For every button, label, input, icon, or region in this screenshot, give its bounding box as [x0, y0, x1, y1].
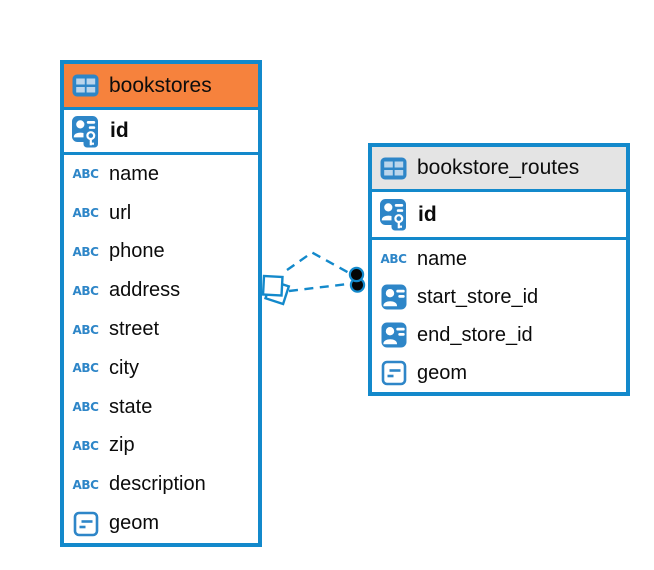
column-row-pk[interactable]: id	[372, 192, 626, 240]
primary-key-icon	[70, 115, 100, 148]
column-name: name	[417, 247, 468, 270]
column-name: end_store_id	[417, 323, 533, 346]
column-name: id	[418, 202, 437, 226]
column-name: start_store_id	[417, 285, 539, 308]
column-row[interactable]: geom	[372, 354, 626, 392]
column-name: geom	[417, 361, 468, 384]
geometry-type-icon	[379, 360, 408, 386]
column-row[interactable]: geom	[64, 504, 258, 543]
relationship-line-end-store[interactable]	[288, 282, 349, 293]
column-list: ABC name start_store_id	[372, 240, 626, 392]
column-name: street	[109, 318, 160, 341]
table-title: bookstore_routes	[417, 156, 580, 179]
geometry-type-icon	[71, 511, 100, 537]
table-node-bookstore-routes[interactable]: bookstore_routes id ABC	[368, 143, 630, 396]
column-row[interactable]: ABC url	[64, 194, 258, 233]
column-name: description	[109, 473, 206, 496]
column-name: name	[109, 162, 160, 185]
column-name: id	[110, 119, 129, 142]
foreign-key-person-icon	[379, 322, 408, 348]
relationship-source-marker[interactable]	[261, 274, 291, 306]
column-row[interactable]: ABC street	[64, 310, 258, 349]
column-row[interactable]: ABC phone	[64, 233, 258, 272]
primary-key-icon	[378, 198, 408, 231]
text-type-icon: ABC	[72, 477, 99, 492]
column-name: phone	[109, 240, 165, 263]
text-type-icon: ABC	[72, 322, 99, 337]
table-icon	[71, 74, 100, 97]
table-header-bookstore-routes[interactable]: bookstore_routes	[372, 147, 626, 192]
column-name: url	[109, 201, 132, 224]
column-name: zip	[109, 434, 135, 457]
column-name: address	[109, 279, 181, 302]
text-type-icon: ABC	[72, 361, 99, 376]
relationship-line-start-store[interactable]	[286, 251, 352, 276]
column-row[interactable]: end_store_id	[372, 316, 626, 354]
column-row[interactable]: start_store_id	[372, 278, 626, 316]
column-row[interactable]: ABC state	[64, 388, 258, 427]
text-type-icon: ABC	[72, 167, 99, 182]
text-type-icon: ABC	[72, 283, 99, 298]
table-title: bookstores	[109, 73, 212, 97]
column-row[interactable]: ABC zip	[64, 427, 258, 466]
table-node-bookstores[interactable]: bookstores id ABC	[60, 60, 262, 547]
column-row[interactable]: ABC city	[64, 349, 258, 388]
column-name: state	[109, 395, 153, 418]
text-type-icon: ABC	[380, 252, 407, 266]
text-type-icon: ABC	[72, 400, 99, 415]
column-row[interactable]: ABC description	[64, 465, 258, 504]
column-row[interactable]: ABC name	[372, 240, 626, 278]
column-name: city	[109, 356, 139, 379]
text-type-icon: ABC	[72, 206, 99, 221]
text-type-icon: ABC	[72, 438, 99, 453]
column-name: geom	[109, 512, 160, 535]
foreign-key-person-icon	[379, 284, 408, 310]
text-type-icon: ABC	[72, 244, 99, 259]
table-icon	[379, 157, 408, 180]
column-row[interactable]: ABC name	[64, 155, 258, 194]
table-header-bookstores[interactable]: bookstores	[64, 64, 258, 110]
column-row[interactable]: ABC address	[64, 271, 258, 310]
column-row-pk[interactable]: id	[64, 110, 258, 155]
relationship-target-marker[interactable]	[348, 266, 366, 293]
column-list: ABC name ABC url ABC phone ABC address A…	[64, 155, 258, 543]
